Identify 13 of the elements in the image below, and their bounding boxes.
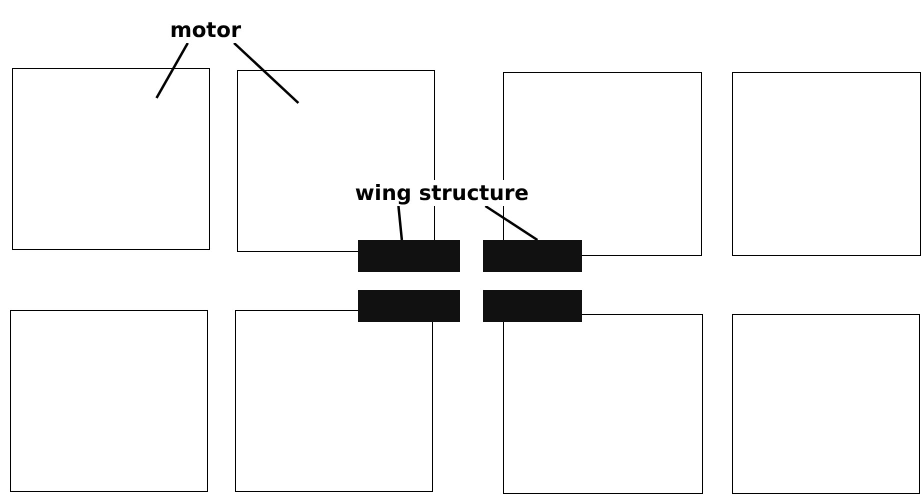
leader-line	[233, 42, 300, 104]
dark-bar	[483, 290, 582, 322]
empty-square	[10, 310, 208, 492]
dark-bar	[358, 240, 460, 272]
empty-square	[732, 72, 921, 256]
empty-square	[732, 314, 920, 494]
leader-line	[484, 204, 538, 242]
leader-line	[155, 42, 189, 99]
dark-bar	[358, 290, 460, 322]
leader-line	[397, 206, 404, 240]
dark-bar	[483, 240, 582, 272]
empty-square	[12, 68, 210, 250]
callout-label: wing structure	[355, 180, 529, 206]
